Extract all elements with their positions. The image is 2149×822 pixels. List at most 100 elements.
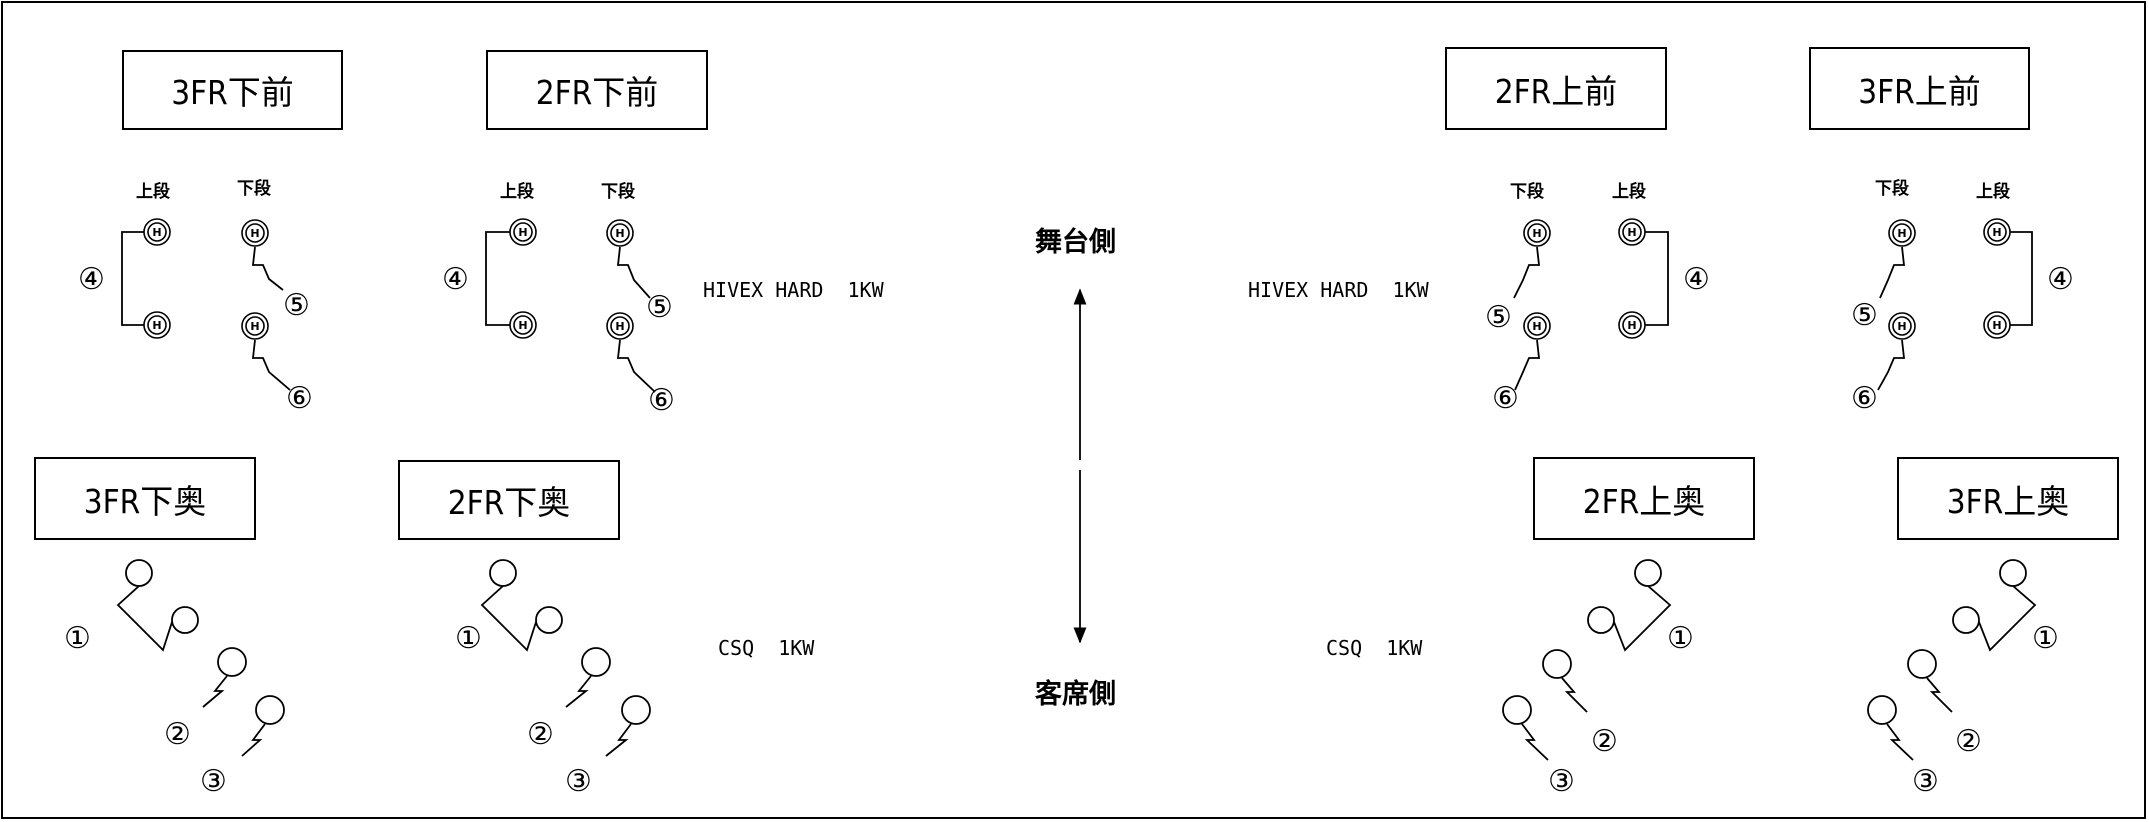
group-title-3fr-shimo-oku: 3FR下奥 — [34, 457, 256, 540]
csq-lamp-3fr-shimo-oku-3 — [255, 695, 285, 725]
svg-text:H: H — [518, 319, 527, 332]
hivex-lamp: H — [1618, 218, 1646, 246]
circuit-6: ⑥ — [648, 383, 675, 418]
hivex-lamp-group: H H H H H H H H H H H H H H H H — [143, 218, 2011, 340]
csq-lamp-2fr-kami-oku-1a — [1634, 559, 1662, 587]
hivex-lamp: H — [1888, 312, 1916, 340]
fixture-label-hivex-shimo: HIVEX HARD 1KW — [703, 278, 884, 302]
bracket-3fr-shimo-mae — [121, 231, 148, 326]
circuit-4: ④ — [1683, 262, 1710, 297]
csq-lamp-3fr-kami-oku-3 — [1867, 695, 1897, 725]
svg-text:H: H — [1897, 320, 1906, 333]
circuit-6: ⑥ — [286, 381, 313, 416]
svg-text:H: H — [1992, 319, 2001, 332]
circuit-3: ③ — [1548, 764, 1575, 799]
circuit-2: ② — [1591, 724, 1618, 759]
group-title-2fr-shimo-oku: 2FR下奥 — [398, 460, 620, 540]
svg-text:H: H — [1627, 226, 1636, 239]
csq-lamp-3fr-shimo-oku-1a — [125, 559, 153, 587]
svg-text:H: H — [152, 226, 161, 239]
svg-text:H: H — [518, 226, 527, 239]
lead-2fr-kami-mae-6 — [1514, 339, 1541, 391]
stage-side-label: 舞台側 — [1035, 227, 1116, 258]
lead-3fr-shimo-mae-5 — [251, 246, 284, 291]
circuit-1: ① — [455, 621, 482, 656]
fixture-label-hivex-kami: HIVEX HARD 1KW — [1248, 278, 1429, 302]
csq-lamp-2fr-shimo-oku-1b — [535, 606, 563, 634]
tier-label-upper: 上段 — [1976, 182, 2010, 202]
tier-label-upper: 上段 — [1612, 182, 1646, 202]
group-title-3fr-kami-oku: 3FR上奥 — [1897, 457, 2119, 540]
circuit-1: ① — [1667, 621, 1694, 656]
csq-lamp-2fr-kami-oku-1b — [1587, 606, 1615, 634]
lead-2fr-kami-mae-5 — [1513, 246, 1541, 299]
tier-label-upper: 上段 — [136, 182, 170, 202]
group-title-3fr-kami-mae: 3FR上前 — [1809, 47, 2030, 130]
hivex-lamp: H — [606, 312, 634, 340]
circuit-1: ① — [64, 621, 91, 656]
lead-3fr-kami-mae-5 — [1879, 246, 1906, 299]
circuit-4: ④ — [2047, 262, 2074, 297]
group-title-2fr-shimo-mae: 2FR下前 — [486, 50, 708, 130]
svg-text:H: H — [1532, 320, 1541, 333]
hivex-lamp: H — [1523, 312, 1551, 340]
svg-text:H: H — [615, 227, 624, 240]
circuit-2: ② — [164, 717, 191, 752]
csq-lamp-2fr-kami-oku-3 — [1502, 695, 1532, 725]
svg-text:H: H — [152, 319, 161, 332]
hivex-lamp: H — [1523, 219, 1551, 247]
svg-text:H: H — [1627, 319, 1636, 332]
hivex-lamp: H — [509, 311, 537, 339]
csq-lamp-3fr-shimo-oku-2 — [217, 647, 247, 677]
hivex-lamp: H — [1618, 311, 1646, 339]
circuit-4: ④ — [78, 262, 105, 297]
circuit-5: ⑤ — [283, 288, 310, 323]
tier-label-lower: 下段 — [237, 179, 271, 199]
group-title-2fr-kami-mae: 2FR上前 — [1445, 47, 1667, 130]
hivex-lamp: H — [509, 218, 537, 246]
circuit-6: ⑥ — [1851, 381, 1878, 416]
csq-lamp-3fr-kami-oku-1b — [1952, 606, 1980, 634]
circuit-3: ③ — [565, 764, 592, 799]
group-title-2fr-kami-oku: 2FR上奥 — [1533, 457, 1755, 540]
lead-3fr-kami-mae-6 — [1877, 339, 1906, 391]
hivex-lamp: H — [241, 219, 269, 247]
svg-text:H: H — [615, 320, 624, 333]
svg-text:H: H — [1532, 227, 1541, 240]
hivex-lamp: H — [1888, 219, 1916, 247]
bracket-3fr-kami-mae — [2006, 231, 2033, 326]
tier-label-upper: 上段 — [500, 182, 534, 202]
circuit-3: ③ — [1912, 764, 1939, 799]
circuit-4: ④ — [442, 262, 469, 297]
lead-2fr-shimo-mae-6 — [616, 339, 656, 393]
group-title-3fr-shimo-mae: 3FR下前 — [122, 50, 343, 130]
circuit-2: ② — [527, 717, 554, 752]
tier-label-lower: 下段 — [1510, 182, 1544, 202]
csq-lamp-2fr-shimo-oku-2 — [581, 647, 611, 677]
circuit-1: ① — [2032, 621, 2059, 656]
csq-lamp-3fr-shimo-oku-1b — [171, 606, 199, 634]
csq-lamp-3fr-kami-oku-1a — [1999, 559, 2027, 587]
bracket-2fr-shimo-mae — [485, 231, 514, 326]
hivex-lamp: H — [143, 218, 171, 246]
svg-text:H: H — [1992, 226, 2001, 239]
svg-text:H: H — [1897, 227, 1906, 240]
circuit-5: ⑤ — [1485, 300, 1512, 335]
lead-3fr-shimo-mae-6 — [251, 339, 291, 391]
hivex-lamp: H — [241, 312, 269, 340]
hivex-lamp: H — [1983, 218, 2011, 246]
fixture-label-csq-shimo: CSQ 1KW — [718, 636, 815, 660]
audience-side-label: 客席側 — [1035, 679, 1116, 710]
svg-text:H: H — [250, 227, 259, 240]
csq-lamp-2fr-shimo-oku-1a — [489, 559, 517, 587]
circuit-3: ③ — [200, 764, 227, 799]
fixture-label-csq-kami: CSQ 1KW — [1326, 636, 1423, 660]
csq-lamp-2fr-kami-oku-2 — [1542, 649, 1572, 679]
csq-lamp-3fr-kami-oku-2 — [1907, 649, 1937, 679]
circuit-5: ⑤ — [646, 290, 673, 325]
csq-lamp-2fr-shimo-oku-3 — [621, 695, 651, 725]
lead-2fr-shimo-mae-5 — [616, 246, 651, 299]
hivex-lamp: H — [606, 219, 634, 247]
